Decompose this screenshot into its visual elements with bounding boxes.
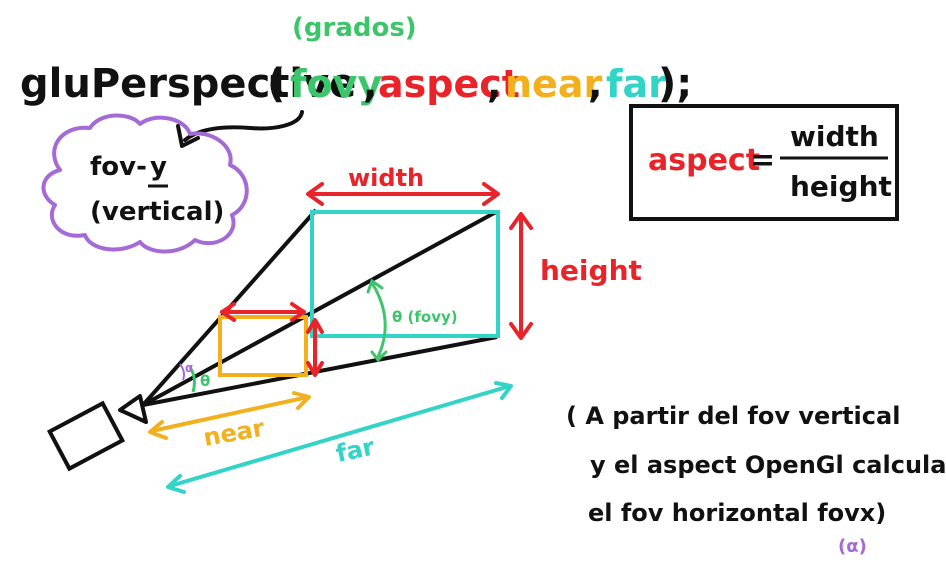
camera-icon (46, 394, 148, 472)
formula-box (629, 104, 899, 221)
close-paren: ); (658, 61, 692, 107)
formula-aspect: aspect (648, 143, 760, 178)
note-alpha: (α) (838, 536, 867, 557)
far-distance-arrow (166, 381, 513, 494)
comma-3: , (588, 62, 602, 106)
frustum-ray-bottom (142, 335, 498, 407)
width-arrow (306, 182, 500, 206)
fovy-unit-label: (grados) (292, 13, 417, 43)
callout-fov-y: y (150, 152, 167, 182)
frustum-ray-center (142, 210, 497, 407)
param-aspect: aspect (378, 62, 520, 106)
open-paren: ( (267, 61, 285, 107)
formula-equals: = (750, 143, 775, 178)
theta-label: θ (200, 372, 210, 390)
near-plane (218, 315, 308, 377)
param-far: far (606, 62, 667, 106)
callout-fov-prefix: fov- (90, 152, 147, 182)
callout-vertical: (vertical) (90, 197, 224, 227)
note-line-3: el fov horizontal fovx) (588, 499, 886, 527)
function-name: gluPerspective (20, 61, 356, 107)
comma-2: , (487, 62, 501, 106)
callout-arrow (183, 110, 304, 142)
height-arrow (509, 212, 533, 340)
theta-small-arc (188, 366, 196, 393)
near-height-arrow (306, 318, 324, 377)
note-line-1: ( A partir del fov vertical (566, 402, 900, 430)
callout-cloud (41, 113, 249, 254)
comma-1: , (363, 62, 377, 106)
callout-arrow-head (176, 124, 200, 148)
far-plane (310, 210, 500, 338)
near-width-arrow (220, 302, 306, 322)
fovy-angle-arc (370, 282, 387, 358)
note-line-2: y el aspect OpenGl calcula (590, 451, 946, 479)
formula-height: height (790, 170, 892, 203)
formula-width: width (790, 120, 879, 153)
height-label: height (540, 254, 642, 287)
theta-fovy-label: θ (fovy) (392, 308, 458, 326)
near-distance-arrow (148, 391, 311, 440)
param-fovy: fovy (290, 62, 382, 106)
param-near: near (505, 62, 602, 106)
alpha-label: α (185, 361, 193, 375)
alpha-small-arc (179, 363, 185, 381)
width-label: width (348, 164, 424, 192)
